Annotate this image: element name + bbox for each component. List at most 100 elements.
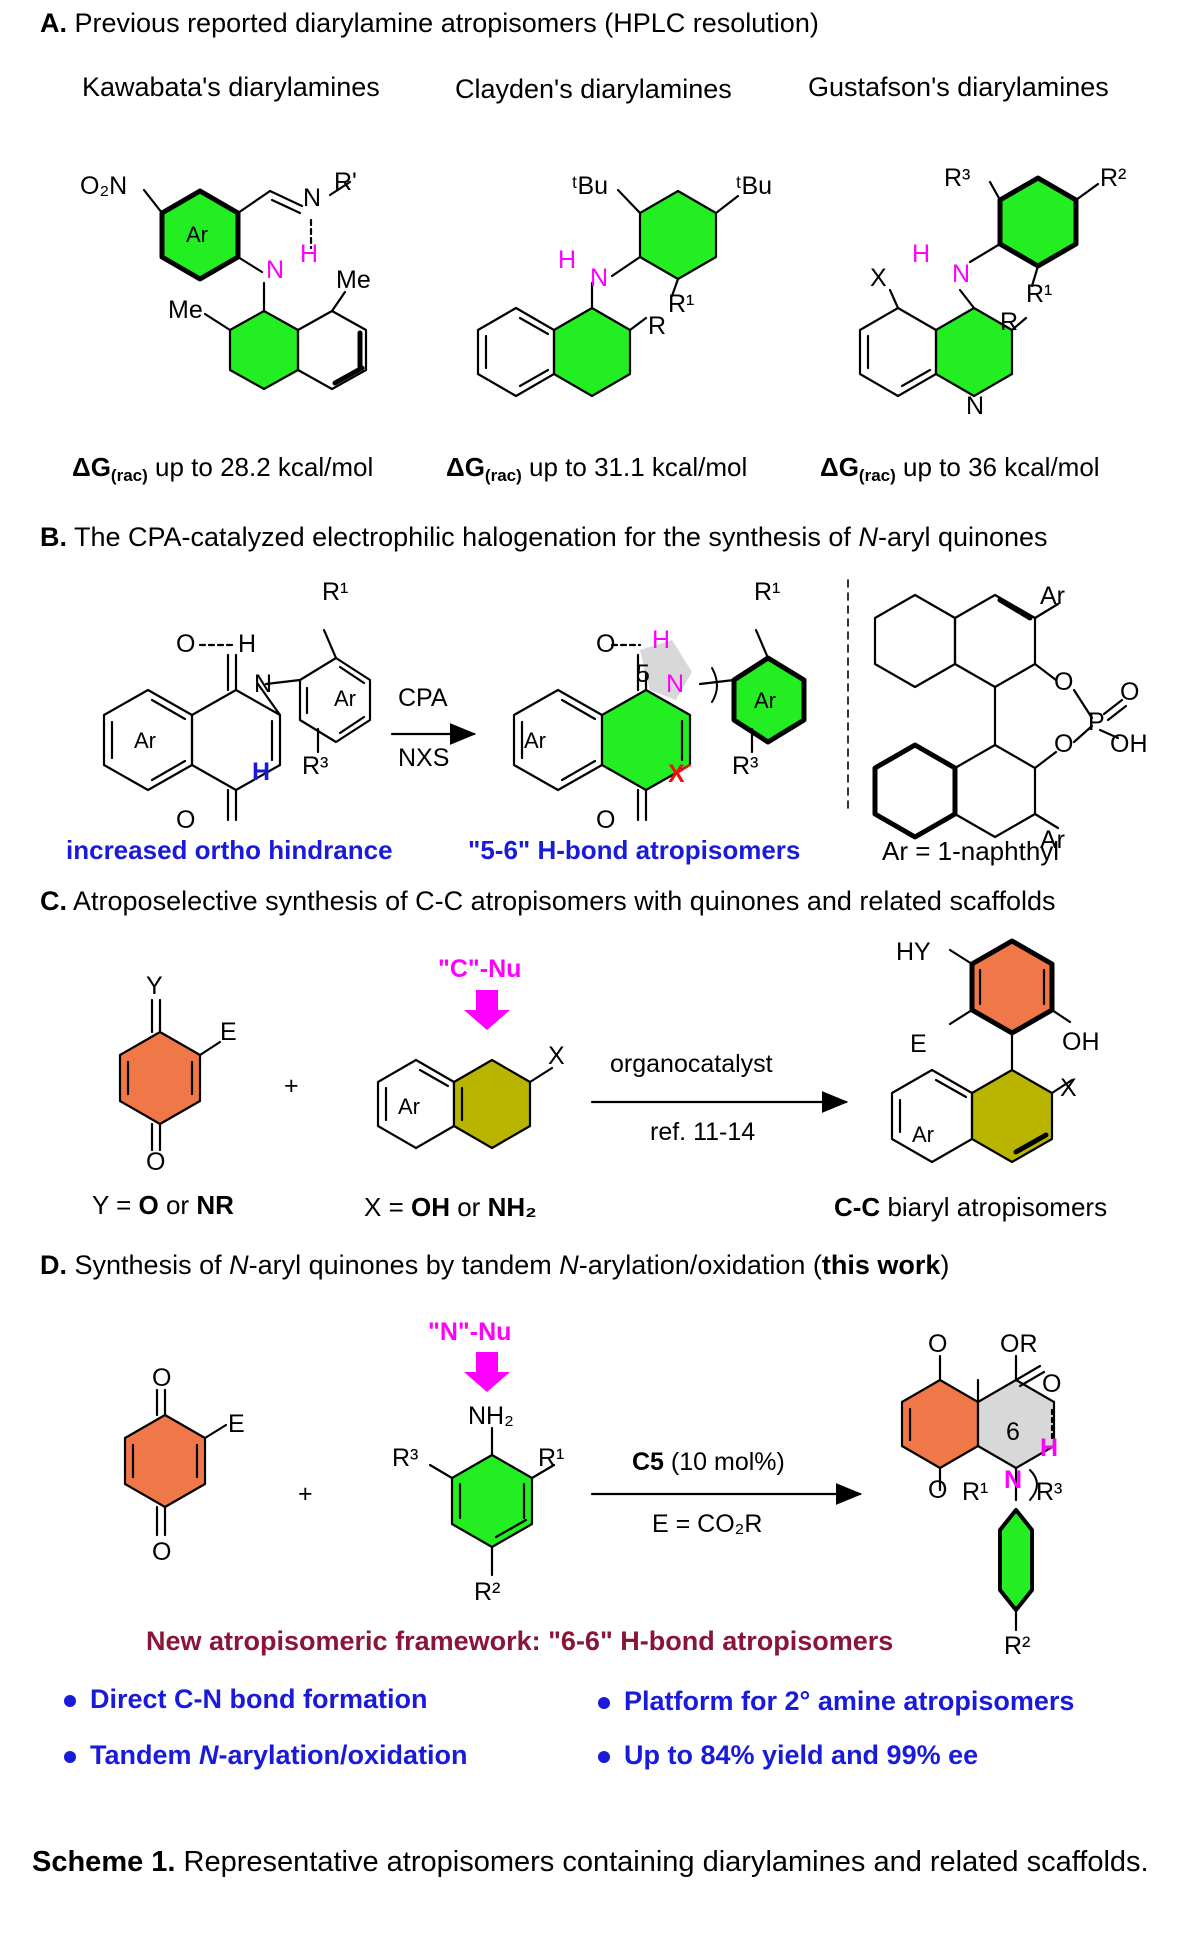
- label-b-o2: O: [176, 806, 195, 834]
- label-cpa-p: P: [1088, 708, 1105, 736]
- nucleophile-arrows: [464, 990, 510, 1392]
- label-d-o1: O: [152, 1364, 171, 1392]
- label-n-gustafson: N: [952, 260, 970, 288]
- bullet-dot-icon: [64, 1694, 76, 1707]
- label-bp-o4: O: [596, 806, 615, 834]
- label-dp-o-keto: O: [1042, 1370, 1061, 1398]
- bullet-direct-cn: Direct C-N bond formation: [64, 1684, 428, 1715]
- label-cpa-ar-top: Ar: [1040, 582, 1065, 610]
- label-b-r3: R³: [302, 752, 328, 780]
- label-d-nh2: NH₂: [468, 1402, 514, 1430]
- label-c-o: O: [146, 1148, 165, 1176]
- label-ar-ring: Ar: [186, 222, 208, 247]
- label-b-o1: O: [176, 630, 195, 658]
- label-h-clayden: H: [558, 246, 576, 274]
- label-c-y: Y: [146, 972, 163, 1000]
- reagent-nxs: NXS: [398, 744, 449, 772]
- note-ar-naphthyl: Ar = 1-naphthyl: [882, 836, 1060, 866]
- section-c-title: C. Atroposelective synthesis of C-C atro…: [40, 886, 1056, 916]
- label-cpa-o5: O: [1054, 668, 1073, 696]
- kawabata-structure: [142, 180, 368, 391]
- label-d-r1: R¹: [538, 1444, 564, 1472]
- bullet-dot-icon: [598, 1696, 610, 1709]
- label-h-kawabata: H: [300, 240, 318, 268]
- label-o2n: O₂N: [80, 172, 127, 200]
- quinone-product-b: [512, 628, 807, 822]
- aniline-reagent-d: [428, 1426, 556, 1577]
- quinone-product-d: [900, 1354, 1056, 1632]
- label-d-r2: R²: [474, 1578, 500, 1606]
- label-c-plus: +: [284, 1072, 299, 1100]
- label-bp-o3: O: [596, 630, 615, 658]
- reagent-c5: C5 (10 mol%): [632, 1448, 785, 1476]
- label-tbu-left: ᵗBu: [572, 172, 608, 200]
- label-b-ar-fused: Ar: [134, 728, 156, 753]
- label-b-r1: R¹: [322, 578, 348, 606]
- reagent-ref: ref. 11-14: [650, 1118, 755, 1146]
- naphthyl-reagent-c: [376, 1058, 554, 1150]
- biaryl-product-c: [890, 938, 1074, 1164]
- label-c-ar2: Ar: [912, 1122, 934, 1147]
- quinone-substrate-b: [102, 628, 372, 822]
- note-ortho-hindrance: increased ortho hindrance: [66, 835, 393, 865]
- label-bp-n2: N: [666, 670, 684, 698]
- label-c-x: X: [548, 1042, 565, 1070]
- label-c-e: E: [220, 1018, 237, 1046]
- label-dp-o-bottom: O: [928, 1476, 947, 1504]
- label-n-kawabata: N: [266, 256, 284, 284]
- label-dp-r2: R²: [1004, 1632, 1030, 1660]
- label-r-gustafson: R: [1000, 308, 1018, 336]
- reagent-cpa: CPA: [398, 684, 448, 712]
- bullet-yield-ee: Up to 84% yield and 99% ee: [598, 1740, 978, 1771]
- label-r-clayden: R: [648, 312, 666, 340]
- label-dp-r1: R¹: [962, 1478, 988, 1506]
- column-clayden: Clayden's diarylamines: [455, 74, 732, 104]
- column-gustafson: Gustafson's diarylamines: [808, 72, 1109, 102]
- label-r3-gustafson: R³: [944, 164, 970, 192]
- label-r-prime: R': [334, 168, 357, 196]
- scheme-caption: Scheme 1. Representative atropisomers co…: [32, 1846, 1149, 1878]
- label-bp-ar-fused: Ar: [524, 728, 546, 753]
- label-n-quinoline: N: [966, 392, 984, 420]
- label-b-h1: H: [238, 630, 256, 658]
- label-b-n1: N: [254, 670, 272, 698]
- label-b-h-blue: H: [252, 758, 270, 786]
- label-dp-o-top: O: [928, 1330, 947, 1358]
- label-c-hy: HY: [896, 938, 931, 966]
- label-dp-n: N: [1004, 1466, 1022, 1494]
- label-n-imine: N: [303, 184, 321, 212]
- label-cpa-o7: O: [1120, 678, 1139, 706]
- section-a-title: A. Previous reported diarylamine atropis…: [40, 8, 819, 38]
- label-r1-gustafson: R¹: [1026, 280, 1052, 308]
- label-bp-r3: R³: [732, 752, 758, 780]
- section-d-title: D. Synthesis of N-aryl quinones by tande…: [40, 1250, 950, 1280]
- note-y-definition: Y = O or NR: [92, 1190, 234, 1220]
- c-nu-arrow-icon: [464, 990, 510, 1030]
- note-x-definition: X = OH or NH₂: [364, 1192, 537, 1222]
- clayden-structure: [476, 188, 740, 398]
- reagent-e-co2r: E = CO₂R: [652, 1510, 762, 1538]
- label-x-gustafson: X: [870, 264, 887, 292]
- energy-clayden: ΔG(rac) up to 31.1 kcal/mol: [446, 452, 748, 485]
- label-c-oh: OH: [1062, 1028, 1100, 1056]
- label-c-nucleophile: "C"-Nu: [438, 955, 521, 983]
- label-c-e2: E: [910, 1030, 927, 1058]
- quinone-reagent-c: [118, 998, 222, 1152]
- label-dp-h: H: [1040, 1434, 1058, 1462]
- bullet-tandem: Tandem N-arylation/oxidation: [64, 1740, 468, 1771]
- label-n-clayden: N: [590, 264, 608, 292]
- label-cpa-ar-bottom: Ar: [1040, 826, 1065, 854]
- label-me-right: Me: [336, 266, 371, 294]
- label-dp-r3: R³: [1036, 1478, 1062, 1506]
- gustafson-structure: [858, 175, 1100, 398]
- label-d-r3: R³: [392, 1444, 418, 1472]
- quinone-reagent-d: [123, 1388, 228, 1537]
- label-bp-five: 5: [636, 660, 650, 688]
- label-bp-r1: R¹: [754, 578, 780, 606]
- energy-gustafson: ΔG(rac) up to 36 kcal/mol: [820, 452, 1100, 485]
- label-d-o2: O: [152, 1538, 171, 1566]
- label-cpa-o6: O: [1054, 730, 1073, 758]
- label-tbu-right: ᵗBu: [736, 172, 772, 200]
- label-dp-six: 6: [1006, 1418, 1020, 1446]
